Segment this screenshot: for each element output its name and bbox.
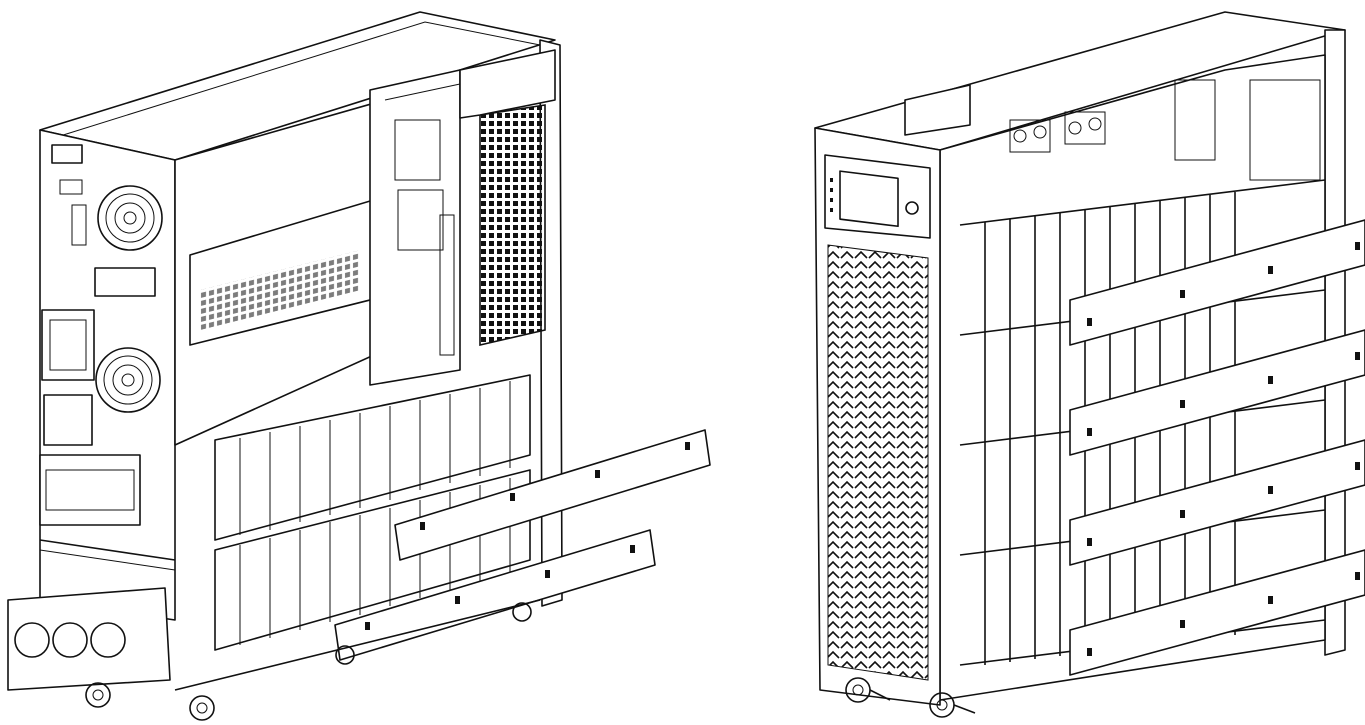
upper-fan bbox=[97, 185, 163, 251]
right-cabinet-view bbox=[814, 11, 1365, 718]
door-vent-mesh bbox=[827, 244, 929, 681]
terminal-block bbox=[1009, 79, 1321, 181]
right-rail-4 bbox=[1069, 549, 1365, 676]
control-board-rack bbox=[369, 69, 461, 386]
left-rail-upper bbox=[394, 429, 711, 561]
touch-display bbox=[839, 170, 899, 228]
left-mesh-panel bbox=[479, 104, 546, 347]
door-lock bbox=[905, 201, 919, 215]
left-cabinet-view bbox=[7, 11, 711, 721]
display-bezel bbox=[824, 154, 931, 239]
battery-shelf-upper bbox=[214, 374, 531, 541]
right-rail-1 bbox=[1069, 219, 1365, 346]
lower-fan bbox=[95, 347, 161, 413]
junction-box bbox=[7, 587, 171, 691]
left-casters bbox=[85, 602, 532, 721]
right-rail-3 bbox=[1069, 439, 1365, 566]
right-casters bbox=[845, 677, 976, 718]
right-rail-2 bbox=[1069, 329, 1365, 456]
